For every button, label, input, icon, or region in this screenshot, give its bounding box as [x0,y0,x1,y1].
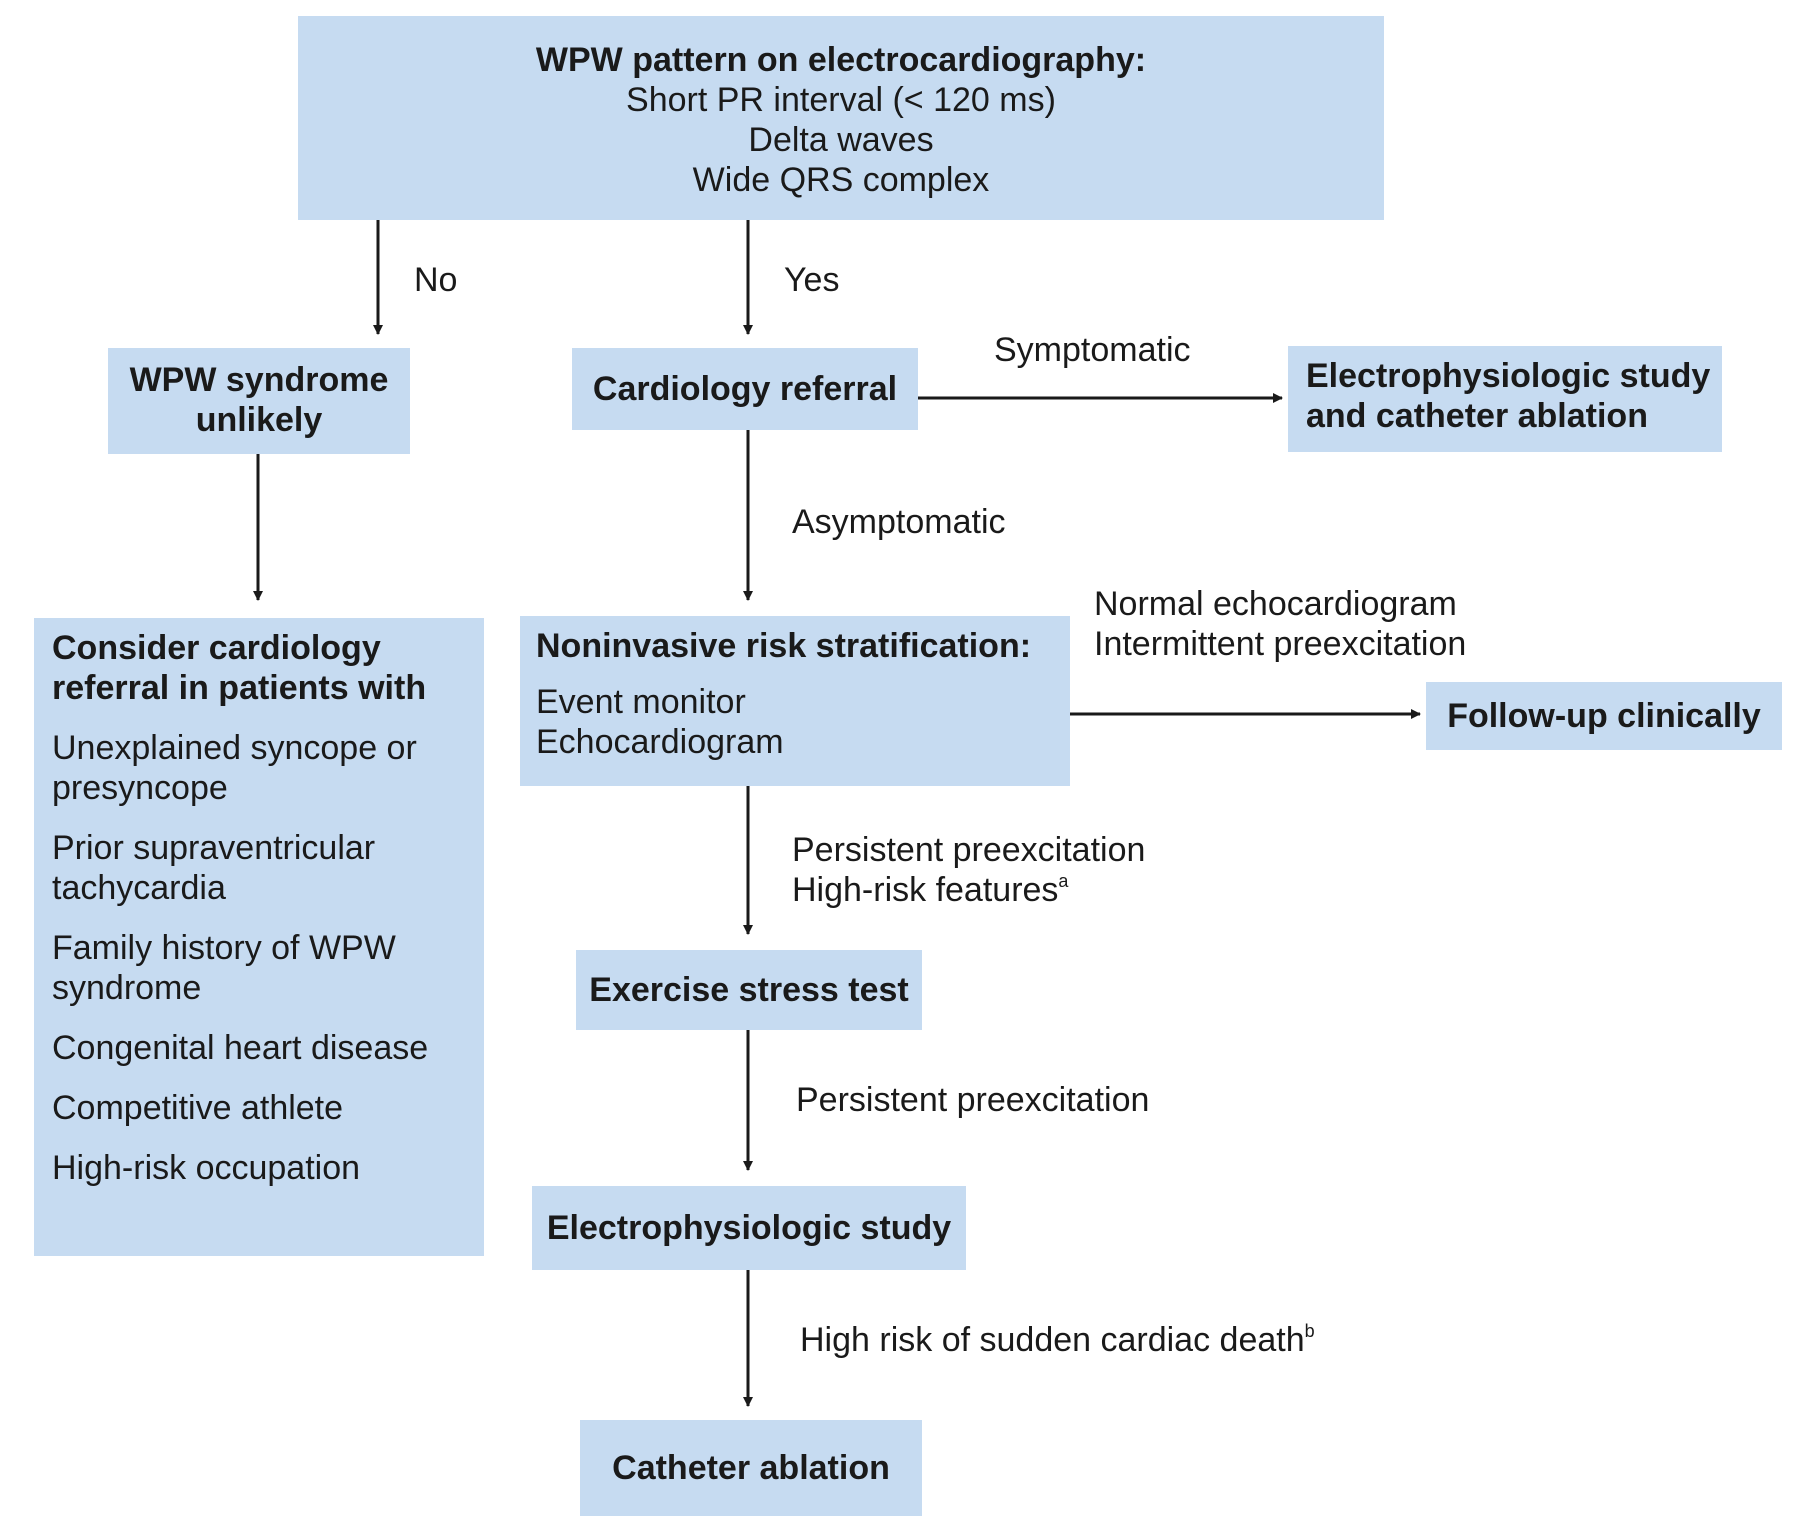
edge-label-intermittent: Intermittent preexcitation [1094,625,1467,663]
list-item: Unexplained syncope or presyncope [52,728,484,808]
eps-ablation-box: Electrophysiologic study and catheter ab… [1288,346,1722,452]
criteria-wide-qrs: Wide QRS complex [692,161,990,199]
list-item: Prior supraventricular tachycardia [52,828,484,908]
consider-heading-line-1: Consider cardiology [52,629,381,667]
stress-test-box: Exercise stress test [576,950,922,1030]
list-item-line: tachycardia [52,869,226,907]
list-item: Congenital heart disease [52,1028,484,1068]
list-item: Competitive athlete [52,1088,484,1128]
catheter-ablation-box: Catheter ablation [580,1420,922,1516]
edge-label-normal-echo: Normal echocardiogram [1094,585,1457,623]
wpw-unlikely-line-2: unlikely [195,401,323,439]
edge-label-asymptomatic: Asymptomatic [792,503,1006,541]
edge-label-persistent-1: Persistent preexcitation [792,831,1146,869]
list-item-line: Family history of WPW [52,929,396,967]
noninvasive-echocardiogram: Echocardiogram [536,723,784,761]
edge-label-persistent-2: Persistent preexcitation [796,1081,1150,1119]
noninvasive-risk-box: Noninvasive risk stratification: Event m… [520,616,1070,786]
noninvasive-heading: Noninvasive risk stratification: [536,627,1032,665]
follow-up-box: Follow-up clinically [1426,682,1782,750]
list-item-line: Unexplained syncope or [52,729,417,767]
follow-up-text: Follow-up clinically [1447,697,1761,735]
wpw-unlikely-box: WPW syndrome unlikely [108,348,410,454]
eps-box: Electrophysiologic study [532,1186,966,1270]
list-item-line: presyncope [52,769,228,807]
list-item-line: Competitive athlete [52,1089,344,1127]
footnote-a: a [1058,871,1069,891]
list-item: High-risk occupation [52,1148,484,1188]
list-item: Family history of WPW syndrome [52,928,484,1008]
edge-label-no: No [414,261,458,299]
list-item-line: High-risk occupation [52,1149,361,1187]
noninvasive-event-monitor: Event monitor [536,683,746,721]
wpw-unlikely-line-1: WPW syndrome [129,361,389,399]
edge-label-high-risk-scd: High risk of sudden cardiac deathb [800,1320,1315,1360]
list-item-line: Prior supraventricular [52,829,376,867]
stress-test-text: Exercise stress test [589,971,909,1009]
list-item-line: Congenital heart disease [52,1029,429,1067]
eps-ablation-line-1: Electrophysiologic study [1306,357,1711,395]
criteria-delta-waves: Delta waves [748,121,934,159]
consider-referral-box: Consider cardiology referral in patients… [34,618,484,1256]
consider-heading-line-2: referral in patients with [52,669,427,707]
footnote-b: b [1304,1321,1315,1341]
high-risk-features-text: High-risk features [792,871,1059,909]
criteria-short-pr: Short PR interval (< 120 ms) [626,81,1056,119]
eps-ablation-line-2: and catheter ablation [1306,397,1648,435]
cardiology-referral-text: Cardiology referral [592,370,898,408]
edge-label-high-risk-features: High-risk featuresa [792,870,1068,910]
catheter-ablation-text: Catheter ablation [612,1449,890,1487]
edge-label-yes: Yes [784,261,840,299]
high-risk-scd-text: High risk of sudden cardiac death [800,1321,1305,1359]
eps-text: Electrophysiologic study [546,1209,952,1247]
edge-label-symptomatic: Symptomatic [994,331,1191,369]
cardiology-referral-box: Cardiology referral [572,348,918,430]
wpw-pattern-box: WPW pattern on electrocardiography: Shor… [298,16,1384,220]
list-item-line: syndrome [52,969,202,1007]
wpw-pattern-title: WPW pattern on electrocardiography: [535,41,1147,79]
